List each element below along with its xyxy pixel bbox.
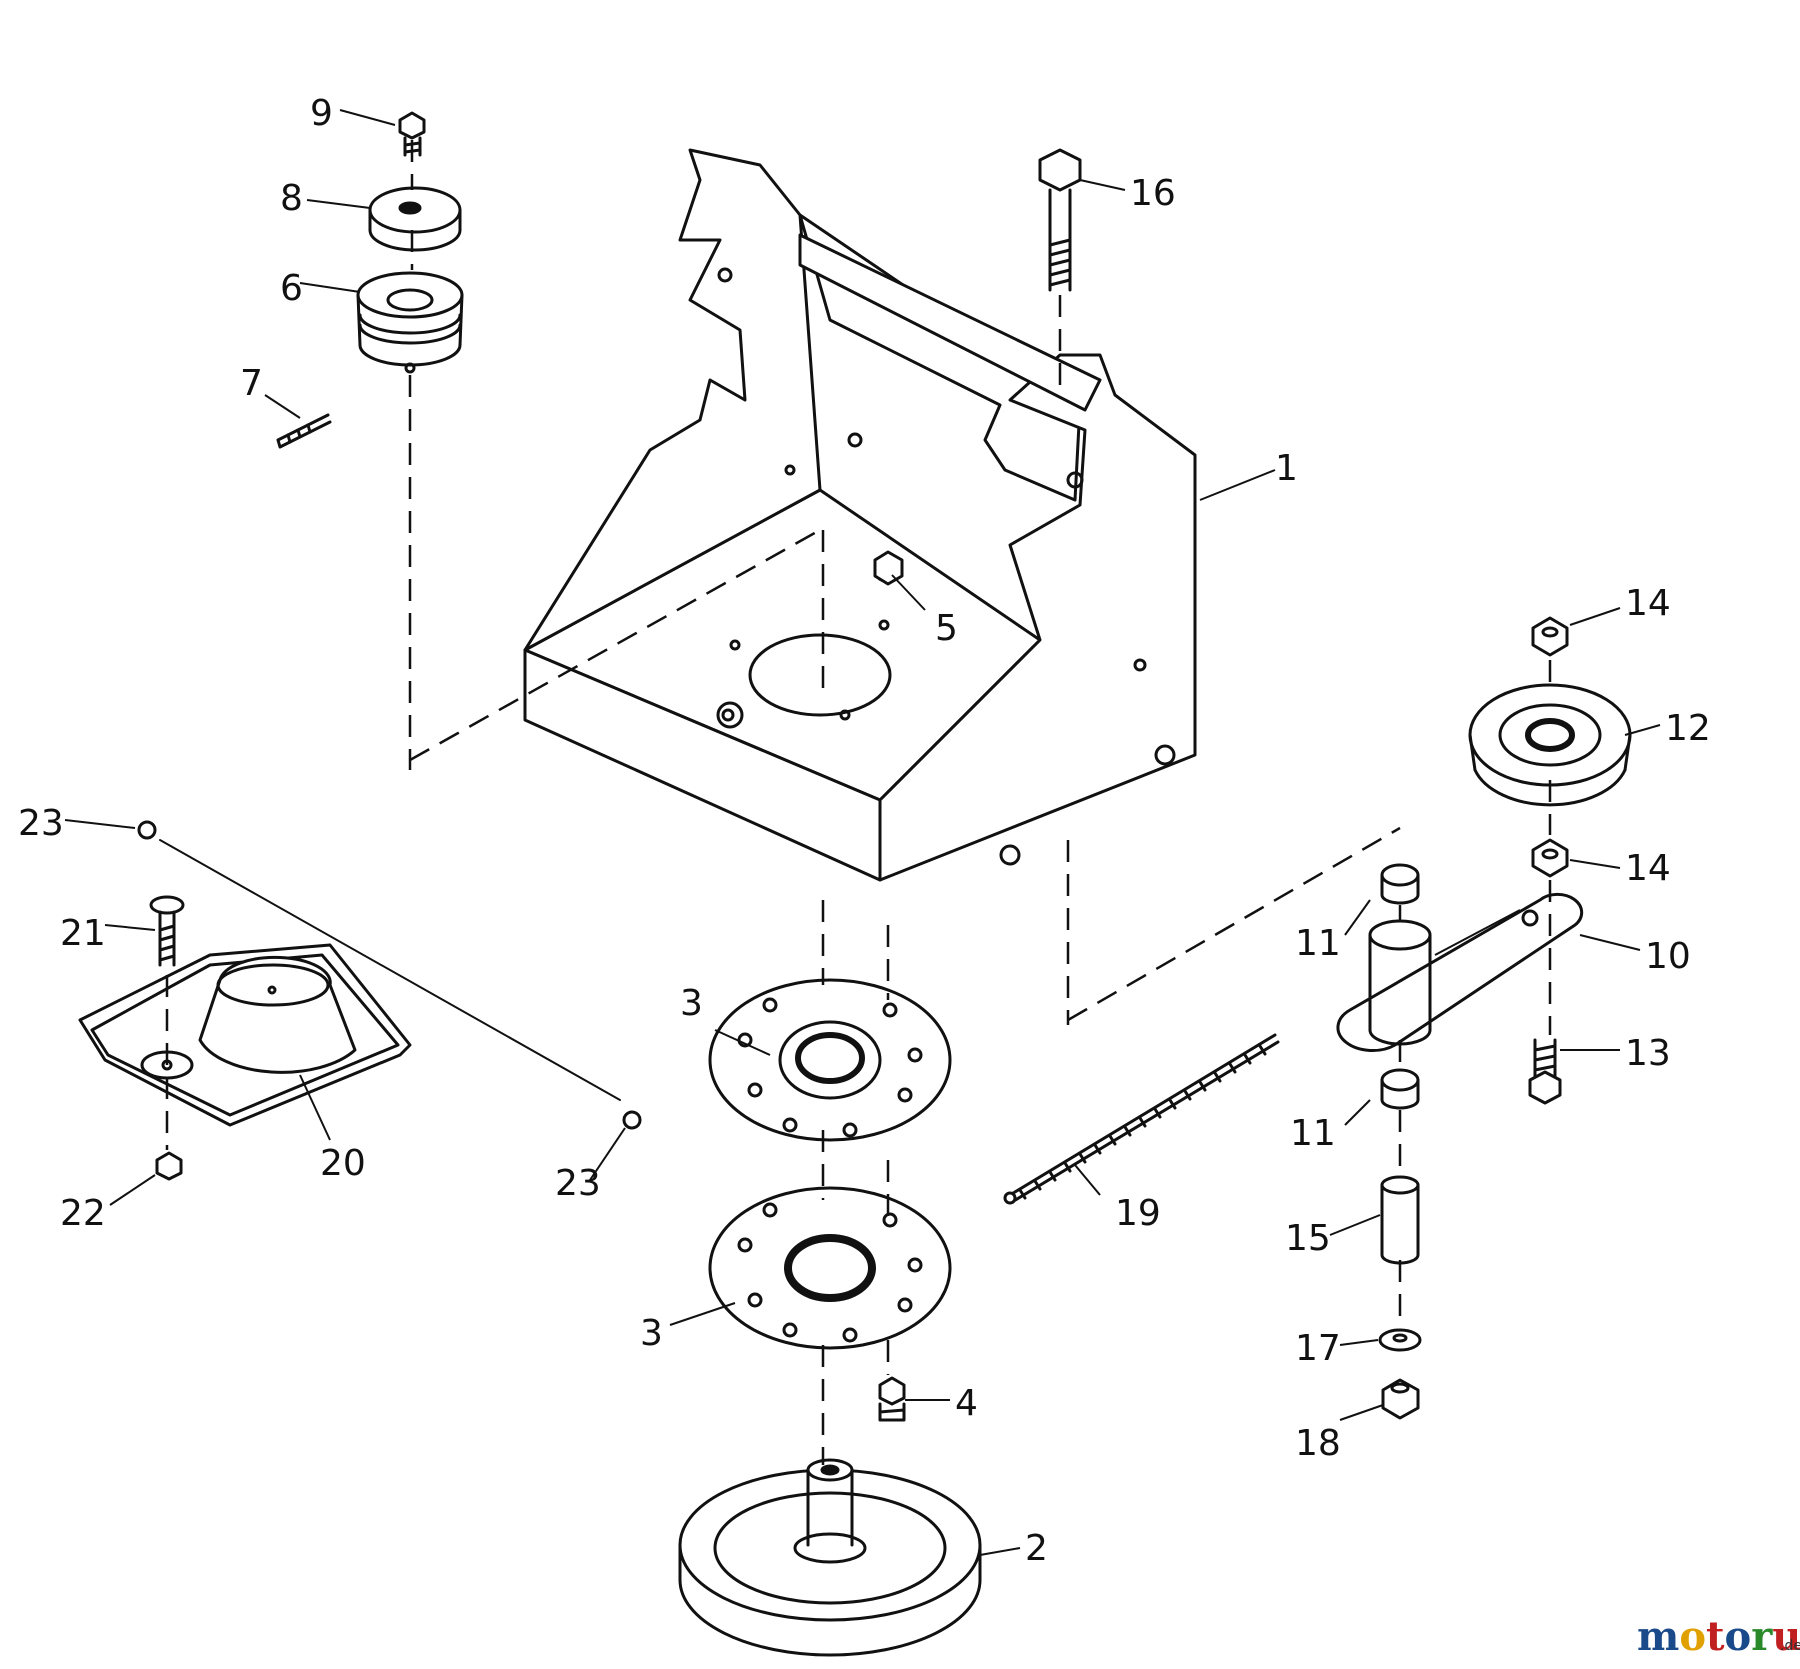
label-4: 4 (955, 1383, 978, 1424)
label-11-lower: 11 (1290, 1113, 1336, 1154)
label-5: 5 (935, 608, 958, 649)
logo-suffix: .de (1780, 1638, 1800, 1654)
mount-6 (356, 271, 464, 374)
spring-19 (1003, 1033, 1280, 1205)
label-1: 1 (1275, 448, 1298, 489)
label-3-lower: 3 (640, 1313, 663, 1354)
logo-char-r: r (1751, 1613, 1773, 1660)
logo-char-u: u (1772, 1613, 1800, 1660)
disc-3-upper (708, 978, 952, 1142)
washer-17 (1378, 1328, 1422, 1352)
pin-7 (276, 413, 332, 449)
bolt-13 (1528, 1038, 1562, 1105)
logo-char-o1: o (1679, 1613, 1706, 1660)
nut-22 (155, 1151, 183, 1181)
nut-23-lower (622, 1110, 642, 1130)
label-12: 12 (1665, 708, 1711, 749)
part-labels: 1 2 3 3 4 5 6 7 8 9 10 11 11 12 13 14 14… (18, 93, 1711, 1569)
label-22: 22 (60, 1193, 106, 1234)
idler-arm-10 (1336, 892, 1584, 1053)
label-2: 2 (1025, 1528, 1048, 1569)
label-3-upper: 3 (680, 983, 703, 1024)
motoruf-logo: motoruf (1637, 1613, 1800, 1660)
label-18: 18 (1295, 1423, 1341, 1464)
nut-14-lower (1531, 838, 1569, 878)
disc-3-lower (708, 1186, 952, 1350)
label-16: 16 (1130, 173, 1176, 214)
bolt-4 (878, 1376, 906, 1422)
logo-char-o2: o (1725, 1613, 1752, 1660)
nut-23-upper (137, 820, 157, 840)
label-10: 10 (1645, 936, 1691, 977)
bolt-16 (1038, 148, 1082, 292)
bushing-11-upper (1380, 863, 1420, 905)
bushing-11-lower (1380, 1068, 1420, 1110)
guard-20 (78, 943, 412, 1127)
label-23-lower: 23 (555, 1163, 601, 1204)
label-11-upper: 11 (1295, 923, 1341, 964)
wire-rod (159, 839, 621, 1101)
label-14-lower: 14 (1625, 848, 1671, 889)
logo-char-t: t (1706, 1613, 1725, 1660)
nut-5 (873, 550, 904, 586)
label-9: 9 (310, 93, 333, 134)
label-20: 20 (320, 1143, 366, 1184)
leader-lines (64, 109, 1661, 1556)
nut-18 (1381, 1378, 1420, 1420)
label-8: 8 (280, 178, 303, 219)
label-13: 13 (1625, 1033, 1671, 1074)
main-bracket (523, 148, 1197, 882)
label-7: 7 (240, 363, 263, 404)
label-21: 21 (60, 913, 106, 954)
label-17: 17 (1295, 1328, 1341, 1369)
assembly-guide-lines (165, 140, 1552, 1465)
logo-char-m: m (1637, 1613, 1679, 1660)
cushion-8 (368, 186, 462, 252)
label-23-upper: 23 (18, 803, 64, 844)
bolt-9 (398, 111, 426, 157)
label-15: 15 (1285, 1218, 1331, 1259)
bolt-21 (149, 895, 185, 967)
label-6: 6 (280, 268, 303, 309)
pulley-2 (678, 1458, 982, 1657)
label-14-upper: 14 (1625, 583, 1671, 624)
shaft-15 (1380, 1175, 1420, 1265)
label-19: 19 (1115, 1193, 1161, 1234)
nut-14-upper (1531, 616, 1569, 657)
